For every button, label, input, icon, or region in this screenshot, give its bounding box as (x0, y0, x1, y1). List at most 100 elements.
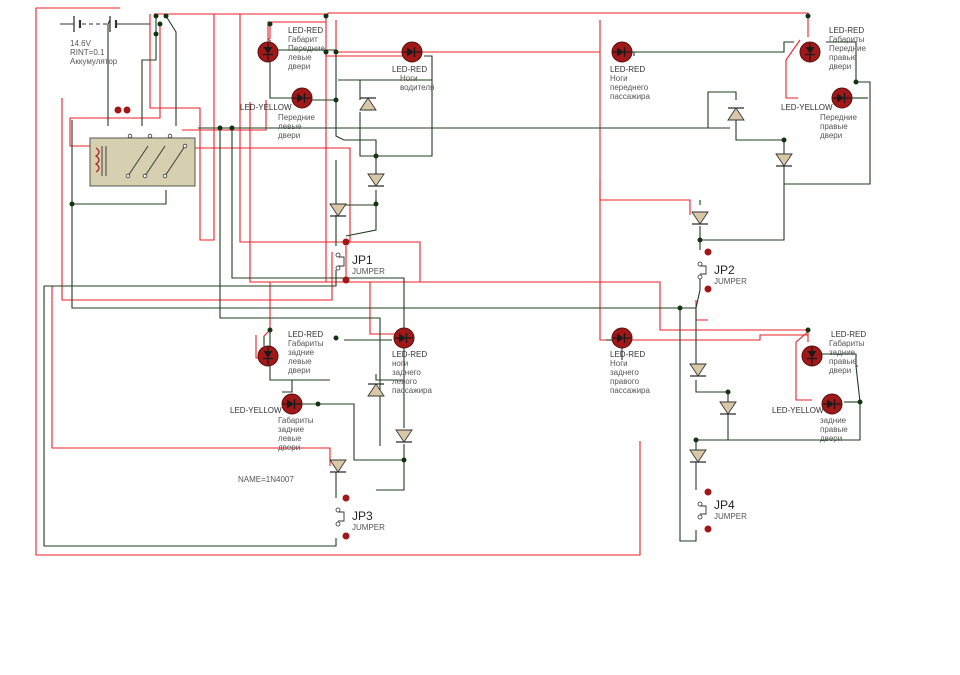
diode (775, 153, 793, 167)
svg-text:задние: задние (820, 416, 847, 425)
diode (367, 383, 385, 397)
jumper-name: JP3 (352, 509, 373, 523)
relay-block (89, 106, 196, 187)
svg-text:двери: двери (829, 366, 851, 375)
led-type-label: LED-RED (392, 65, 427, 74)
led-type-label: LED-RED (831, 330, 866, 339)
svg-text:Передние: Передние (278, 113, 315, 122)
jumper-name: JP2 (714, 263, 735, 277)
diode (691, 211, 709, 225)
svg-text:правые: правые (829, 53, 857, 62)
junction-nodes (69, 13, 863, 463)
svg-text:пассажира: пассажира (610, 92, 651, 101)
svg-text:переднего: переднего (610, 83, 649, 92)
svg-text:двери: двери (278, 131, 300, 140)
svg-text:левые: левые (288, 53, 312, 62)
svg-text:двери: двери (288, 62, 310, 71)
svg-text:двери: двери (288, 366, 310, 375)
svg-text:Передние: Передние (820, 113, 857, 122)
led-rear-left-passenger-feet: LED-RED ноги заднего левого пассажира (392, 327, 433, 395)
svg-text:Габариты: Габариты (829, 339, 865, 348)
battery-symbol (60, 16, 150, 32)
led-rear-right-passenger-feet: LED-RED Ноги заднего правого пассажира (610, 327, 651, 395)
svg-text:Передние: Передние (288, 44, 325, 53)
svg-text:задние: задние (288, 348, 315, 357)
svg-text:Ноги: Ноги (610, 74, 628, 83)
svg-text:Передние: Передние (829, 44, 866, 53)
diode (329, 459, 347, 473)
led-driver-feet: LED-RED Ноги водителя (392, 41, 434, 92)
diode-name-label: NAME=1N4007 (238, 475, 294, 484)
led-type-label: LED-RED (610, 350, 645, 359)
jumper-type: JUMPER (714, 277, 747, 286)
diode (689, 363, 707, 377)
diode (359, 97, 377, 111)
jumper-jp1: JP1 JUMPER (335, 238, 385, 284)
svg-text:задние: задние (829, 348, 856, 357)
ground-wires (43, 15, 871, 547)
svg-text:правые: правые (820, 425, 848, 434)
svg-text:водителя: водителя (400, 83, 434, 92)
diode (689, 449, 707, 463)
led-rear-right-yellow: LED-YELLOW задние правые двери (772, 393, 848, 443)
jumper-jp2: JP2 JUMPER (697, 248, 747, 293)
svg-text:Габариты: Габариты (829, 35, 865, 44)
led-type-label: LED-RED (288, 330, 323, 339)
led-type-label: LED-YELLOW (772, 406, 824, 415)
led-type-label: LED-YELLOW (230, 406, 282, 415)
jumper-type: JUMPER (714, 512, 747, 521)
svg-text:левые: левые (288, 357, 312, 366)
svg-text:двери: двери (278, 443, 300, 452)
jumper-type: JUMPER (352, 523, 385, 532)
svg-text:левые: левые (278, 434, 302, 443)
svg-text:заднего: заднего (392, 368, 421, 377)
svg-text:Ноги: Ноги (400, 74, 418, 83)
battery-rint: RINT=0.1 (70, 48, 105, 57)
led-front-right-red: LED-RED Габариты Передние правые двери (799, 26, 866, 71)
svg-text:левые: левые (278, 122, 302, 131)
jumper-name: JP1 (352, 253, 373, 267)
svg-text:правого: правого (610, 377, 640, 386)
diode (395, 429, 413, 443)
svg-text:правые: правые (820, 122, 848, 131)
svg-text:пассажира: пассажира (610, 386, 651, 395)
led-type-label: LED-YELLOW (781, 103, 833, 112)
battery-voltage: 14.6V (70, 39, 92, 48)
svg-text:Ноги: Ноги (610, 359, 628, 368)
svg-text:двери: двери (820, 131, 842, 140)
led-type-label: LED-RED (829, 26, 864, 35)
svg-text:Габарит: Габарит (288, 35, 318, 44)
led-rear-left-yellow: LED-YELLOW Габариты задние левые двери (230, 393, 314, 452)
svg-text:пассажира: пассажира (392, 386, 433, 395)
led-rear-left-red: LED-RED Габариты задние левые двери (257, 330, 324, 375)
jumper-type: JUMPER (352, 267, 385, 276)
svg-text:правые: правые (829, 357, 857, 366)
led-type-label: LED-RED (288, 26, 323, 35)
battery-name: Аккумулятор (70, 57, 118, 66)
led-front-left-yellow: LED-YELLOW Передние левые двери (240, 87, 315, 140)
jumper-name: JP4 (714, 498, 735, 512)
svg-text:ноги: ноги (392, 359, 408, 368)
led-front-right-yellow: LED-YELLOW Передние правые двери (781, 87, 857, 140)
led-type-label: LED-YELLOW (240, 103, 292, 112)
jumper-jp3: JP3 JUMPER (335, 494, 385, 540)
diode (367, 173, 385, 187)
diode (719, 401, 737, 415)
positive-wires (35, 7, 812, 556)
led-type-label: LED-RED (392, 350, 427, 359)
svg-text:задние: задние (278, 425, 305, 434)
led-type-label: LED-RED (610, 65, 645, 74)
led-rear-right-red: LED-RED Габариты задние правые двери (801, 330, 866, 375)
led-front-left-red: LED-RED Габарит Передние левые двери (257, 26, 325, 71)
svg-text:Габариты: Габариты (278, 416, 314, 425)
led-front-passenger-feet: LED-RED Ноги переднего пассажира (610, 41, 651, 101)
svg-text:левого: левого (392, 377, 417, 386)
jumper-jp4: JP4 JUMPER (697, 488, 747, 533)
svg-text:заднего: заднего (610, 368, 639, 377)
svg-text:двери: двери (820, 434, 842, 443)
svg-text:двери: двери (829, 62, 851, 71)
svg-text:Габариты: Габариты (288, 339, 324, 348)
diode (727, 107, 745, 121)
diode (329, 203, 347, 217)
